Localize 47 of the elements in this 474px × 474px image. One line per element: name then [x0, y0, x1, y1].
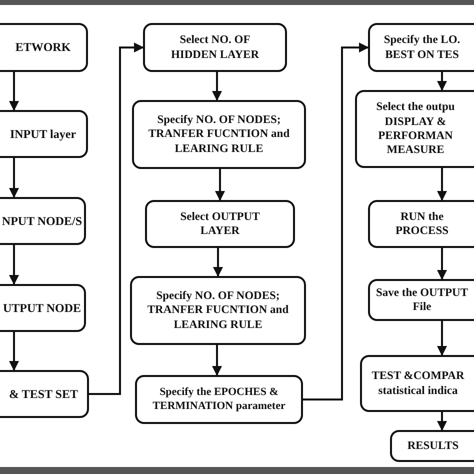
- arrow: [9, 72, 19, 111]
- box-text: Save the OUTPUT File: [375, 286, 469, 314]
- arrow: [9, 332, 19, 371]
- process-box: [130, 276, 306, 345]
- box-text: Specify the LO. BEST ON TES: [382, 33, 462, 62]
- process-box: [0, 370, 89, 418]
- arrow: [9, 245, 19, 285]
- process-box: [0, 110, 88, 158]
- box-text: ETWORK: [15, 40, 71, 55]
- process-box: [143, 23, 287, 72]
- process-box: [390, 430, 474, 462]
- arrow: [212, 72, 222, 101]
- arrow: [437, 321, 447, 356]
- box-text: RUN the PROCESS: [394, 210, 450, 238]
- process-box: [145, 200, 295, 248]
- arrow: [437, 248, 447, 280]
- process-box: [355, 90, 474, 168]
- process-box: [368, 279, 474, 321]
- box-text: UTPUT NODE: [2, 300, 82, 316]
- arrow: [437, 168, 447, 201]
- process-box: [0, 284, 86, 332]
- arrow: [212, 345, 222, 376]
- arrow: [89, 42, 144, 395]
- box-text: Select OUTPUT LAYER: [179, 210, 261, 238]
- box-text: Specify the EPOCHES & TERMINATION parameter: [152, 386, 286, 414]
- process-box: [0, 197, 86, 245]
- process-box: [368, 23, 474, 72]
- arrow: [213, 248, 223, 277]
- box-text: INPUT layer: [10, 126, 76, 142]
- box-text: Select NO. OF HIDDEN LAYER: [170, 33, 260, 62]
- box-text: Specify NO. OF NODES; TRANFER FUCNTION and LEARING RULE: [147, 112, 291, 156]
- process-box: [368, 200, 474, 248]
- box-text: TEST &COMPAR statistical indica: [370, 369, 466, 398]
- arrow: [303, 42, 369, 400]
- box-text: Select the outpu DISPLAY & PERFORMAN MEASURE: [375, 100, 456, 158]
- box-text: NPUT NODE/S: [2, 214, 82, 228]
- box-text: & TEST SET: [9, 386, 78, 402]
- arrow: [437, 412, 447, 431]
- process-box: [360, 355, 474, 412]
- process-box: [0, 23, 88, 72]
- arrow: [9, 158, 19, 198]
- arrow: [437, 72, 447, 91]
- process-box: [135, 375, 303, 424]
- arrow: [215, 169, 225, 201]
- box-text: RESULTS: [407, 438, 459, 454]
- process-box: [132, 100, 306, 169]
- box-text: Specify NO. OF NODES; TRANFER FUCNTION and LEARING RULE: [146, 288, 290, 332]
